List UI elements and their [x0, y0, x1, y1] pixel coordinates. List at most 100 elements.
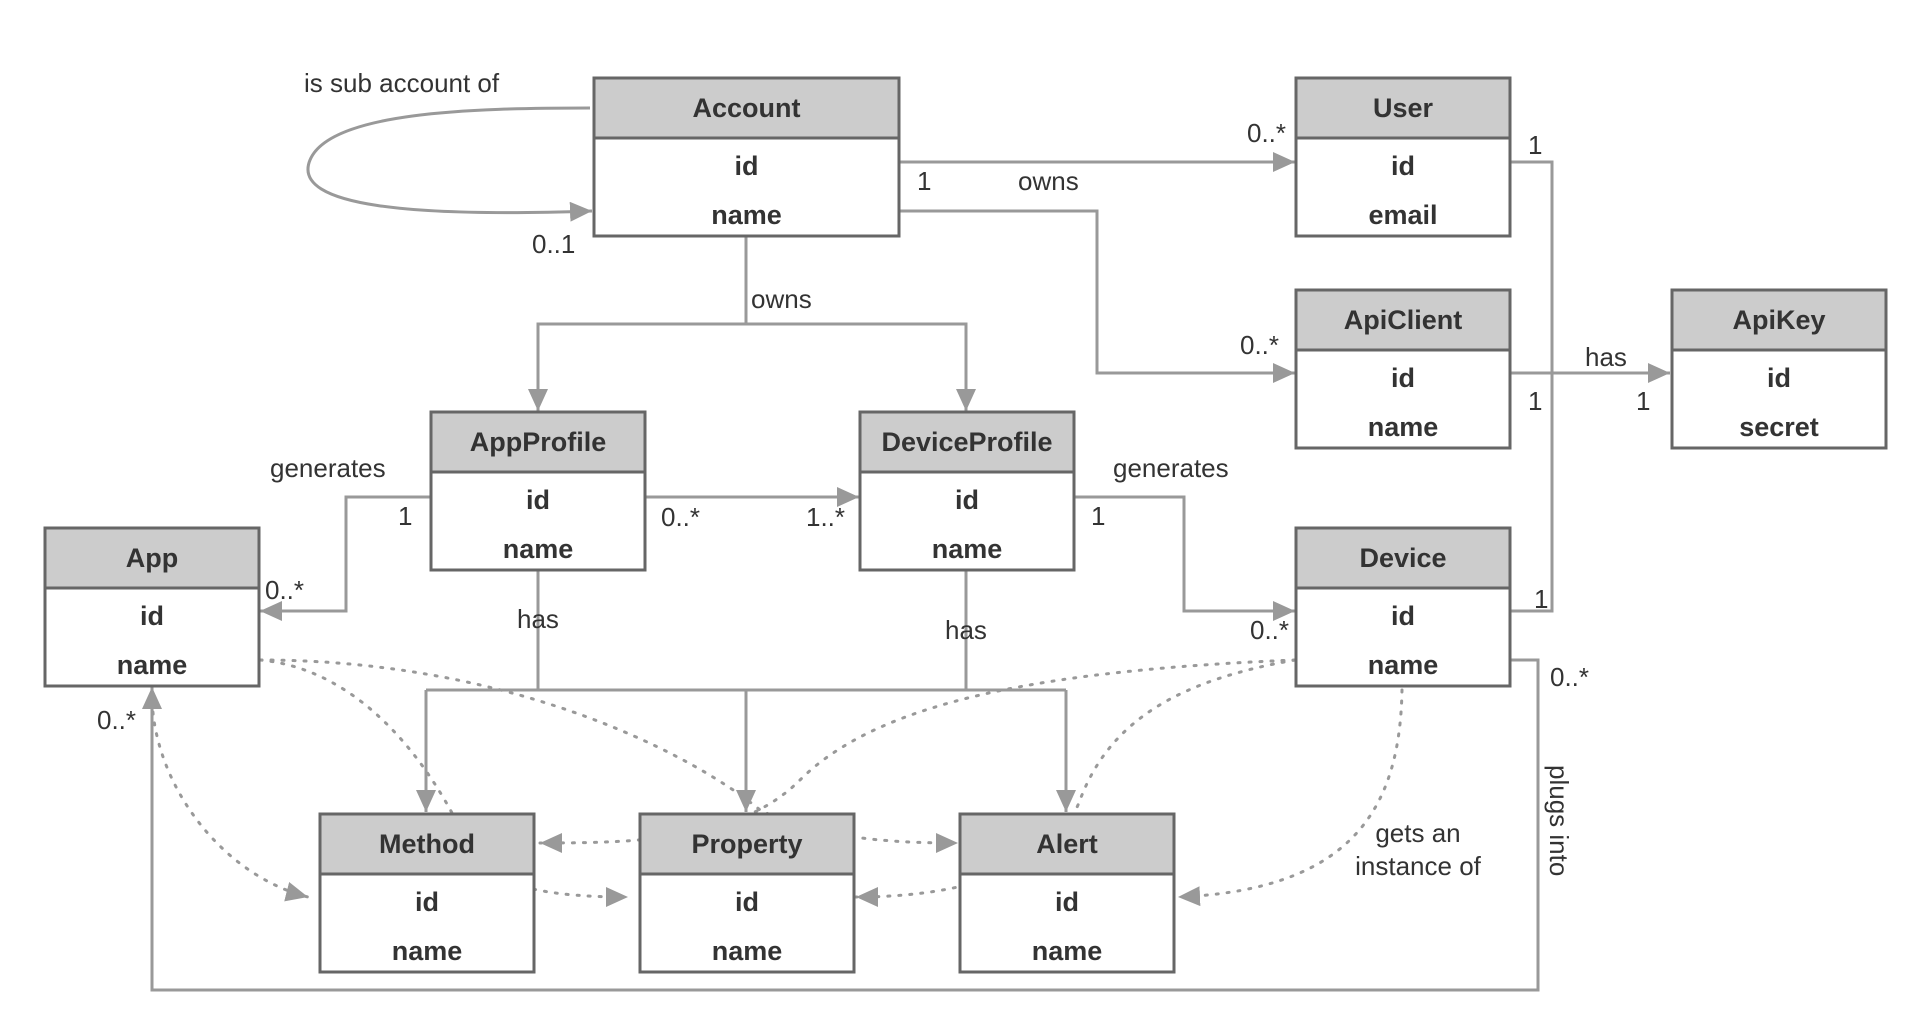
entity-apikey-body [1670, 348, 1888, 450]
entity-user-field-email: email [1368, 200, 1437, 230]
entity-deviceprofile-title: DeviceProfile [881, 427, 1052, 457]
relation-labels: is sub account of 0..1 owns 1 0..* 0..* … [97, 68, 1650, 881]
entity-appprofile-title: AppProfile [470, 427, 607, 457]
entity-apiclient-header [1294, 288, 1512, 352]
entity-apikey-field-secret: secret [1739, 412, 1819, 442]
user-mult: 0..* [1247, 118, 1286, 148]
apiclient-mult: 0..* [1240, 330, 1279, 360]
appprofile-has-label: has [517, 604, 559, 634]
user-device-device-mult: 1 [1534, 584, 1548, 614]
app-method-dotted [150, 688, 310, 902]
appprofile-generates-from-mult: 1 [398, 501, 412, 531]
entity-user-title: User [1373, 93, 1434, 123]
apiclient-apikey-to-mult: 1 [1636, 386, 1650, 416]
entity-app-field-name: name [117, 650, 188, 680]
entity-user-header [1294, 76, 1512, 140]
deviceprofile-generates-to-mult: 0..* [1250, 615, 1289, 645]
entity-deviceprofile: DeviceProfile id name [858, 410, 1076, 572]
entity-apikey-field-id: id [1767, 363, 1791, 393]
account-deviceprofile-edge [746, 322, 976, 411]
sub-account-loop [306, 106, 593, 222]
entity-alert-title: Alert [1036, 829, 1098, 859]
account-owns-label: owns [1018, 166, 1079, 196]
entity-property-field-id: id [735, 887, 759, 917]
deviceprofile-has-label: has [945, 615, 987, 645]
entity-method-header [318, 812, 536, 876]
plugs-into-label: plugs into [1544, 765, 1574, 876]
account-apiclient-edge [899, 209, 1295, 383]
app-property-dotted [258, 658, 630, 907]
entity-app-field-id: id [140, 601, 164, 631]
deviceprofile-generates-label: generates [1113, 453, 1229, 483]
entity-alert-header [958, 812, 1176, 876]
entity-device-body [1294, 586, 1512, 688]
entity-property-header [638, 812, 856, 876]
user-device-user-mult: 1 [1528, 130, 1542, 160]
entity-device-field-name: name [1368, 650, 1439, 680]
entity-deviceprofile-field-name: name [932, 534, 1003, 564]
entity-method-field-name: name [392, 936, 463, 966]
entity-apiclient-field-name: name [1368, 412, 1439, 442]
entity-method-title: Method [379, 829, 475, 859]
sub-account-label: is sub account of [304, 68, 500, 98]
entity-property-title: Property [691, 829, 802, 859]
entity-account-field-id: id [735, 151, 759, 181]
entity-property: Property id name [638, 812, 856, 974]
entity-deviceprofile-header [858, 410, 1076, 474]
device-app-plugs-edge [142, 658, 1540, 992]
entity-alert-field-name: name [1032, 936, 1103, 966]
entity-method-field-id: id [415, 887, 439, 917]
entity-account-body [592, 136, 901, 238]
entity-account-header [592, 76, 901, 140]
entity-app: App id name [43, 526, 261, 688]
entity-appprofile: AppProfile id name [429, 410, 647, 572]
entities: AccountidnameUseridemailApiClientidnameA… [43, 76, 1888, 974]
entity-property-field-name: name [712, 936, 783, 966]
connectors [142, 106, 1670, 992]
instance-label-line1: gets an [1375, 818, 1460, 848]
entity-apikey-title: ApiKey [1732, 305, 1825, 335]
appprofile-deviceprofile-to-mult: 1..* [806, 502, 845, 532]
entity-alert-body [958, 872, 1176, 974]
entity-user-field-id: id [1391, 151, 1415, 181]
sub-account-multiplicity: 0..1 [532, 229, 575, 259]
entity-device: Device id name [1294, 526, 1512, 688]
account-owns-profiles-label: owns [751, 284, 812, 314]
entity-alert-field-id: id [1055, 887, 1079, 917]
entity-appprofile-body [429, 470, 647, 572]
entity-appprofile-field-id: id [526, 485, 550, 515]
entity-device-field-id: id [1391, 601, 1415, 631]
entity-app-header [43, 526, 261, 590]
deviceprofile-device-edge [1074, 495, 1295, 621]
entity-apiclient: ApiClient id name [1294, 288, 1512, 450]
entity-deviceprofile-body [858, 470, 1076, 572]
user-device-edge [1510, 160, 1554, 613]
instance-label-line2: instance of [1355, 851, 1482, 881]
entity-apiclient-body [1294, 348, 1512, 450]
plugs-into-app-mult: 0..* [97, 705, 136, 735]
apiclient-apikey-label: has [1585, 342, 1627, 372]
entity-apiclient-field-id: id [1391, 363, 1415, 393]
entity-appprofile-header [429, 410, 647, 474]
entity-account-field-name: name [711, 200, 782, 230]
appprofile-deviceprofile-from-mult: 0..* [661, 502, 700, 532]
account-appprofile-edge [528, 236, 748, 411]
entity-apikey: ApiKey id secret [1670, 288, 1888, 450]
entity-appprofile-field-name: name [503, 534, 574, 564]
entity-method: Method id name [318, 812, 536, 974]
entity-apiclient-title: ApiClient [1344, 305, 1463, 335]
entity-user: User id email [1294, 76, 1512, 238]
deviceprofile-generates-from-mult: 1 [1091, 501, 1105, 531]
entity-alert: Alert id name [958, 812, 1176, 974]
appprofile-generates-to-mult: 0..* [265, 575, 304, 605]
entity-device-header [1294, 526, 1512, 590]
device-property-dotted [854, 658, 1297, 907]
entity-apikey-header [1670, 288, 1888, 352]
entity-app-title: App [126, 543, 178, 573]
entity-device-title: Device [1359, 543, 1446, 573]
account-owns-from-mult: 1 [917, 166, 931, 196]
device-alert-dotted [1176, 688, 1404, 907]
entity-deviceprofile-field-id: id [955, 485, 979, 515]
